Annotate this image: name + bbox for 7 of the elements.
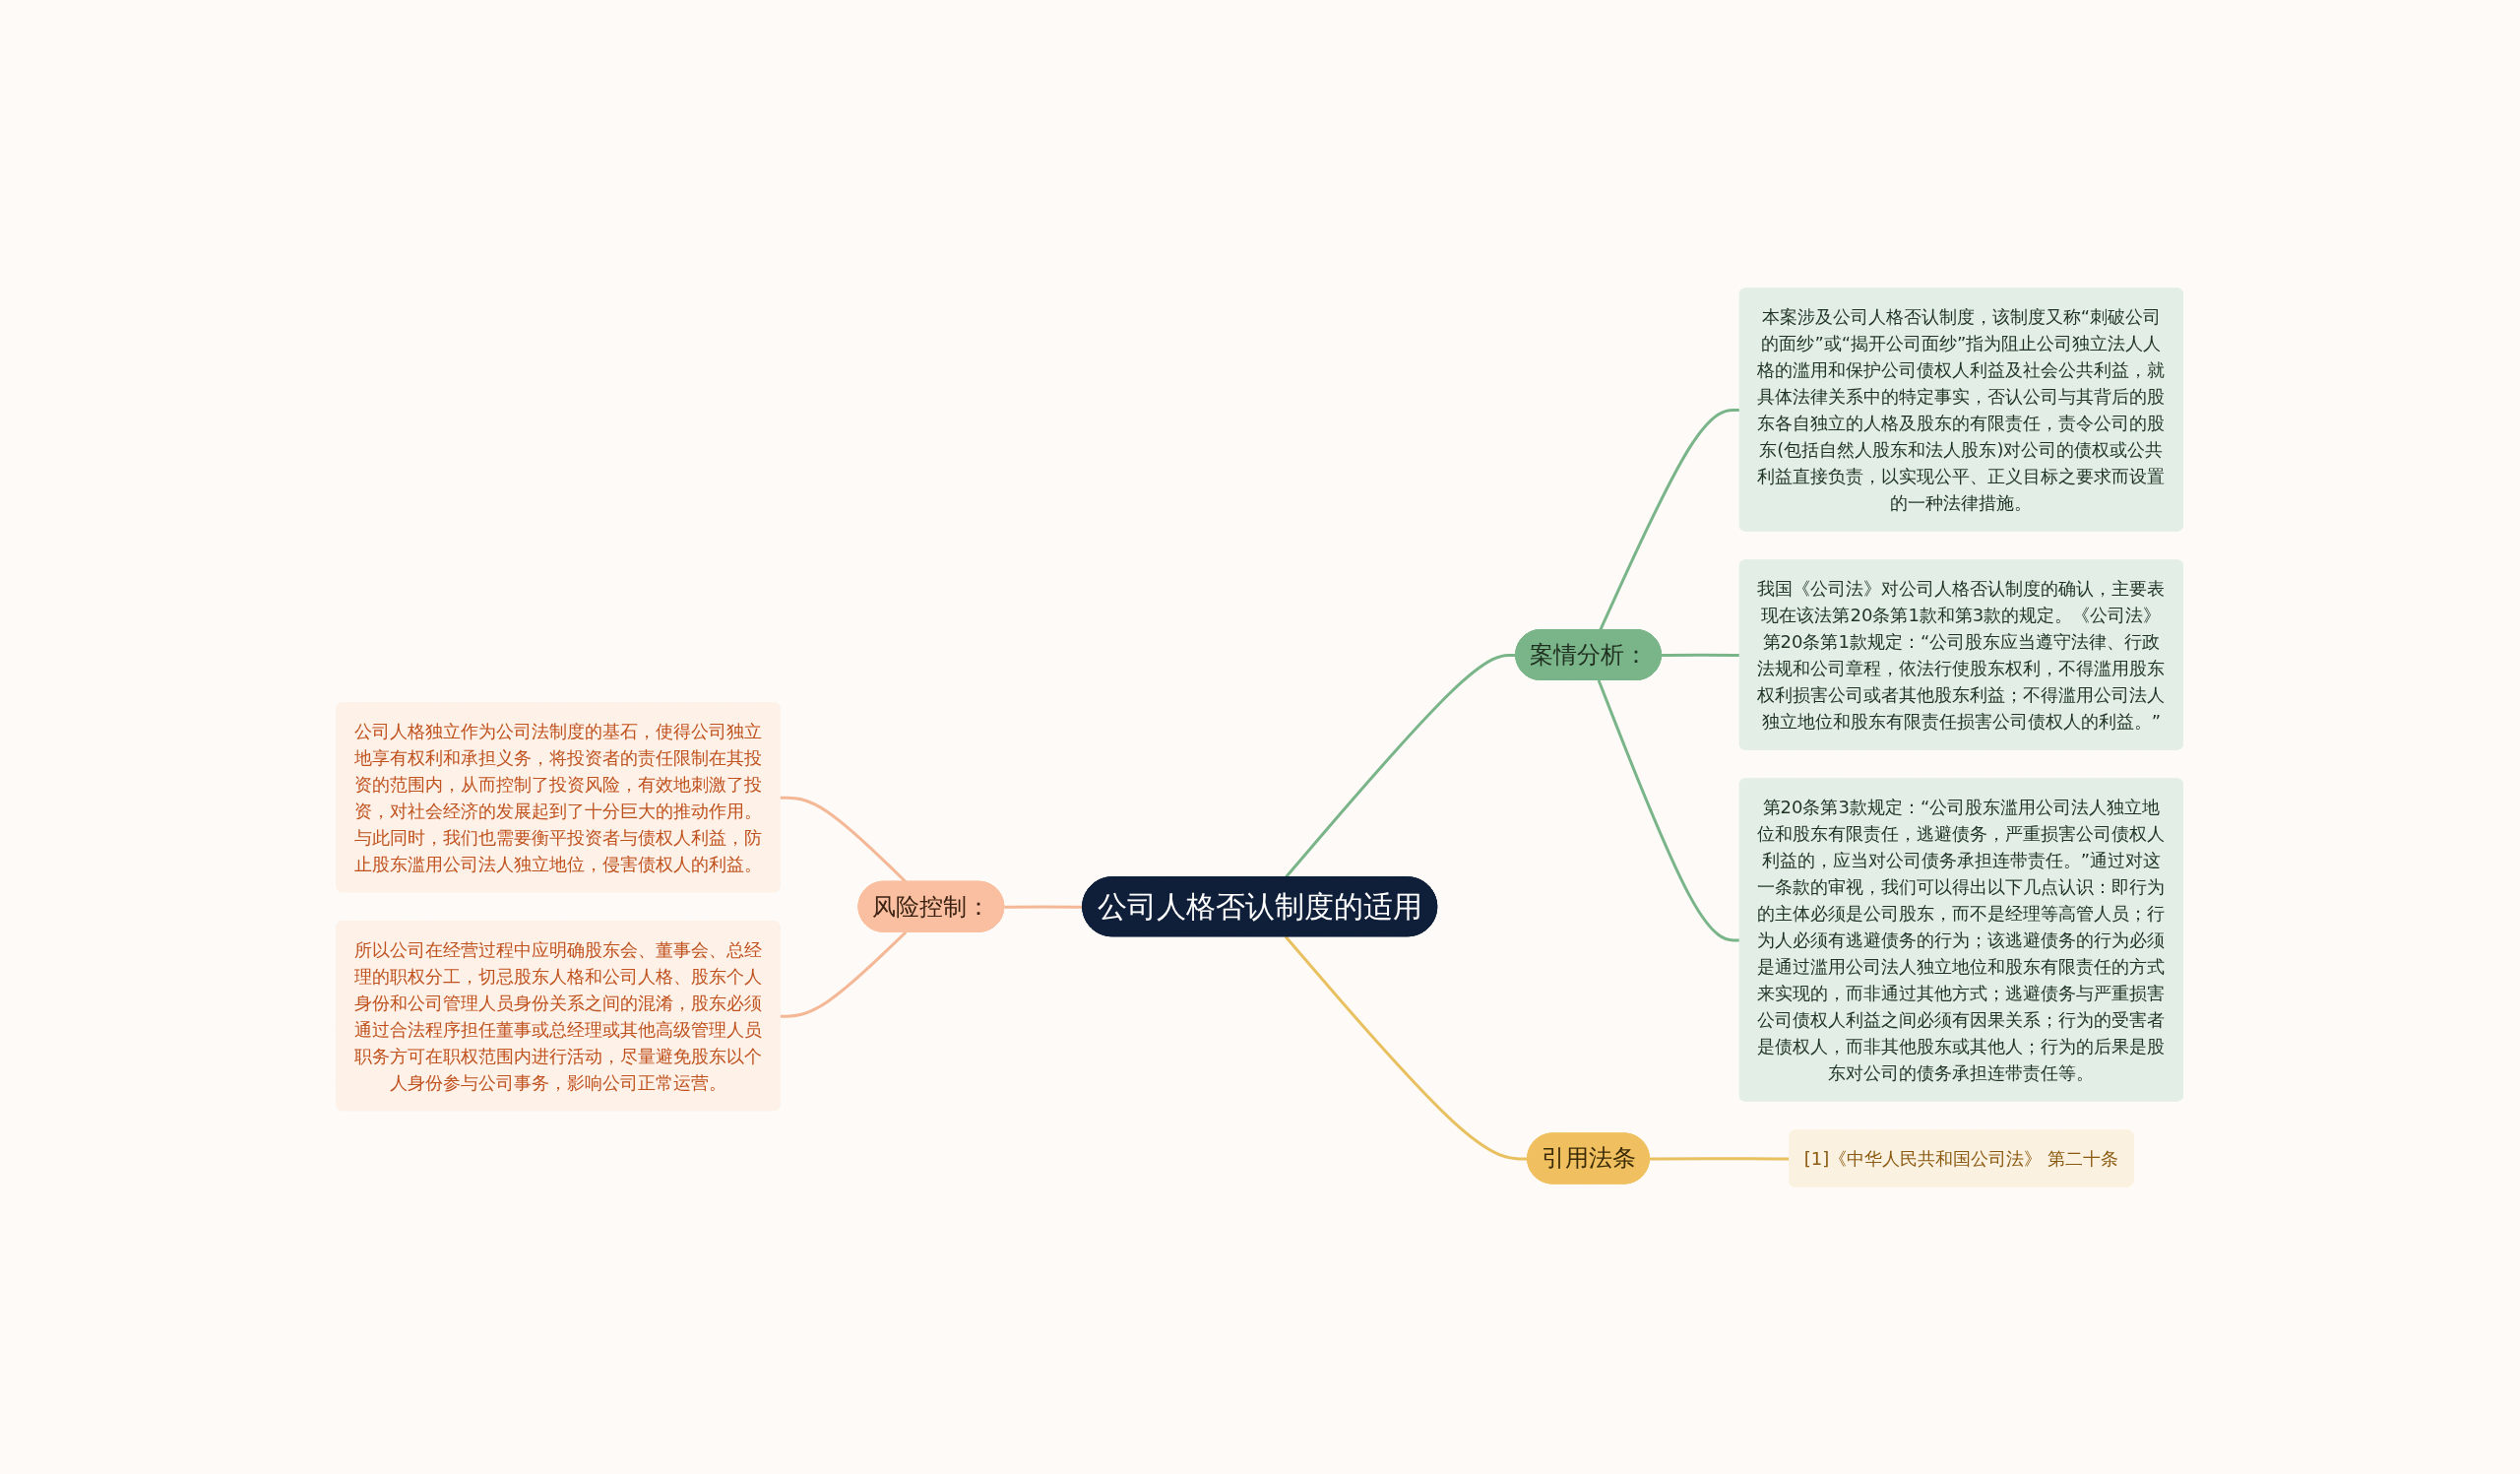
connector xyxy=(1597,678,1741,941)
connector xyxy=(1004,904,1084,909)
connector xyxy=(1662,653,1741,657)
connector xyxy=(1285,653,1517,878)
connector xyxy=(1650,1156,1791,1160)
connector xyxy=(1285,934,1529,1160)
connector xyxy=(780,930,908,1018)
